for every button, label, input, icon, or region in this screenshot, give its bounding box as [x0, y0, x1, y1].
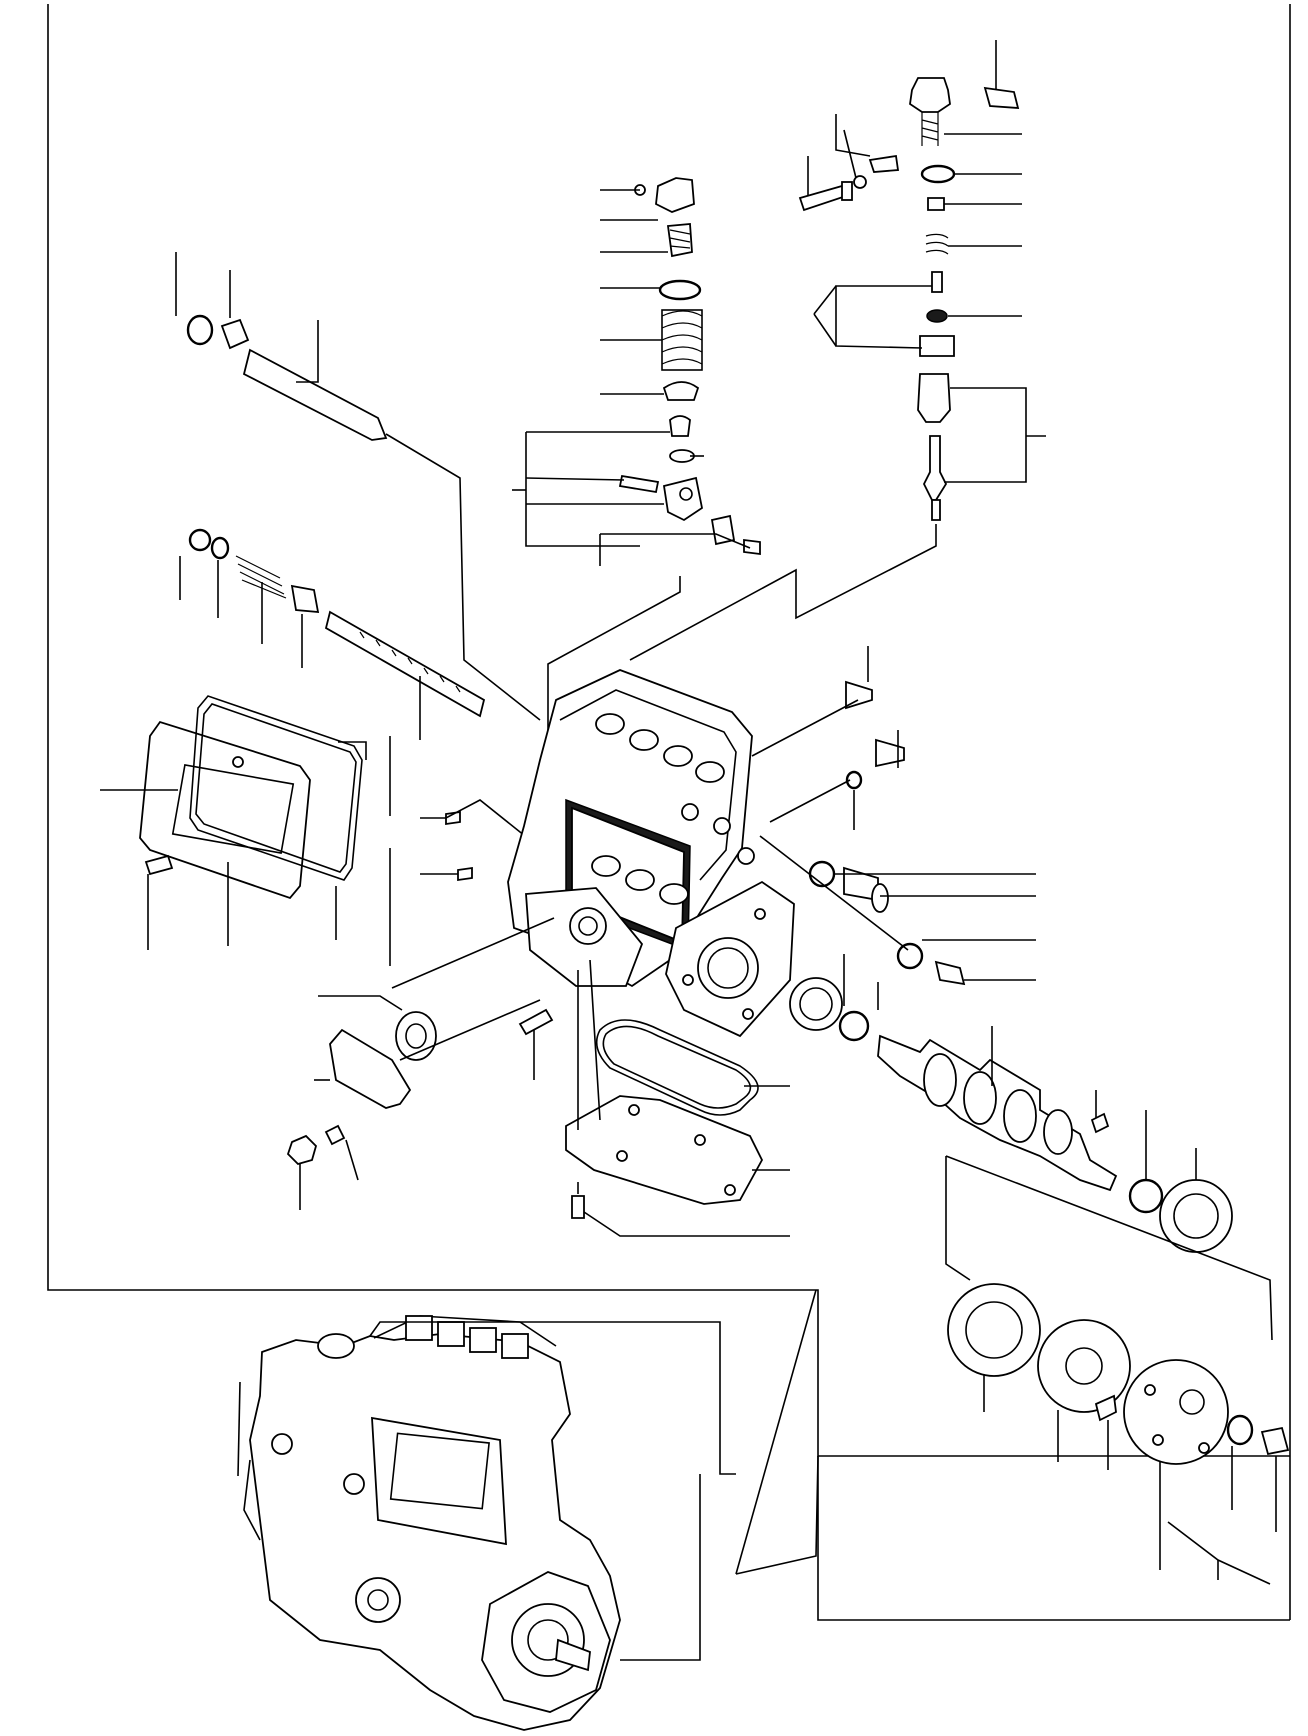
pump-housing	[507, 669, 795, 1038]
side-cover-group	[100, 695, 391, 966]
leader-lines-delivery-valve	[629, 40, 1046, 661]
guide-pins	[420, 799, 541, 882]
delivery-valve-group	[798, 77, 1020, 521]
lower-left-parts	[286, 917, 555, 1210]
control-rack-group	[175, 252, 541, 740]
assembled-pump	[237, 1289, 819, 1731]
bottom-cover-group	[565, 959, 790, 1237]
coupling-group	[945, 1155, 1290, 1585]
leader-lines-control-sleeve	[512, 189, 751, 730]
plugs-group	[751, 646, 1036, 986]
camshaft-group	[789, 954, 1233, 1253]
control-sleeve-group	[618, 177, 761, 556]
frame-outline	[47, 4, 1291, 1621]
